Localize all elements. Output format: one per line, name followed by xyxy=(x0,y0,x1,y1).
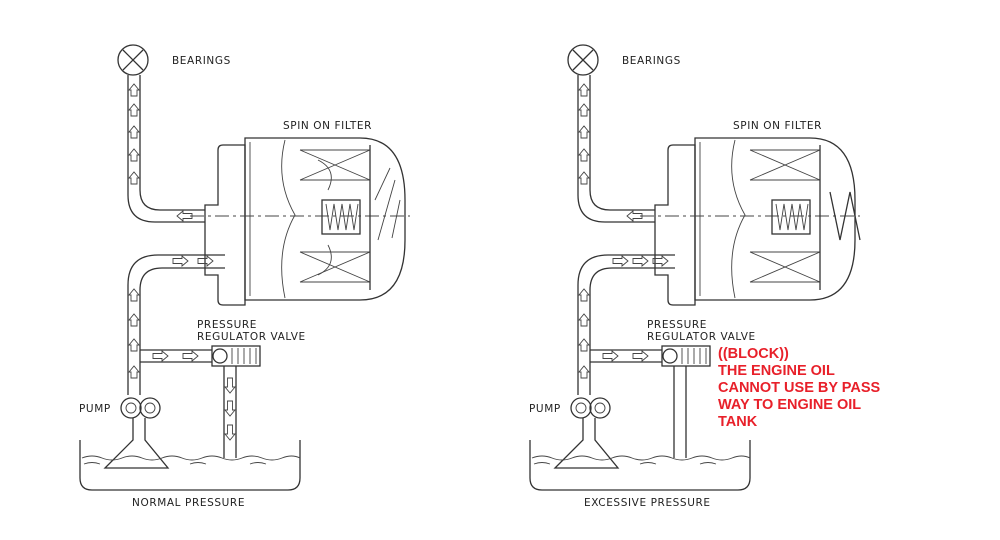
flow-arrows xyxy=(128,83,401,441)
oil-circuit-drawing xyxy=(529,44,861,491)
annotation-line: ((BLOCK)) xyxy=(718,346,789,362)
bearings-label: BEARINGS xyxy=(622,55,681,67)
annotation-line: THE ENGINE OIL xyxy=(718,363,835,379)
panel-normal-pressure: BEARINGS SPIN ON FILTER PRESSURE REGULAT… xyxy=(79,44,411,509)
panel-excessive-pressure: BEARINGS SPIN ON FILTER PRESSURE REGULAT… xyxy=(529,44,861,509)
valve-label-line2: REGULATOR VALVE xyxy=(197,331,306,343)
oil-circuit-drawing xyxy=(79,44,411,491)
valve-label-line1: PRESSURE xyxy=(197,319,257,331)
pump-label: PUMP xyxy=(79,403,111,415)
annotation-line: CANNOT USE BY PASS xyxy=(718,380,881,396)
pump-label: PUMP xyxy=(529,403,561,415)
block-annotation: ((BLOCK)) THE ENGINE OIL CANNOT USE BY P… xyxy=(718,346,881,430)
caption-excessive-pressure: EXCESSIVE PRESSURE xyxy=(584,497,711,509)
bypass-spring-open xyxy=(829,191,861,241)
annotation-line: TANK xyxy=(718,414,758,430)
caption-normal-pressure: NORMAL PRESSURE xyxy=(132,497,245,509)
flow-arrows xyxy=(578,83,861,379)
annotation-line: WAY TO ENGINE OIL xyxy=(718,397,861,413)
filter-label: SPIN ON FILTER xyxy=(283,120,372,132)
filter-label: SPIN ON FILTER xyxy=(733,120,822,132)
valve-label-line2: REGULATOR VALVE xyxy=(647,331,756,343)
valve-label-line1: PRESSURE xyxy=(647,319,707,331)
bearings-label: BEARINGS xyxy=(172,55,231,67)
